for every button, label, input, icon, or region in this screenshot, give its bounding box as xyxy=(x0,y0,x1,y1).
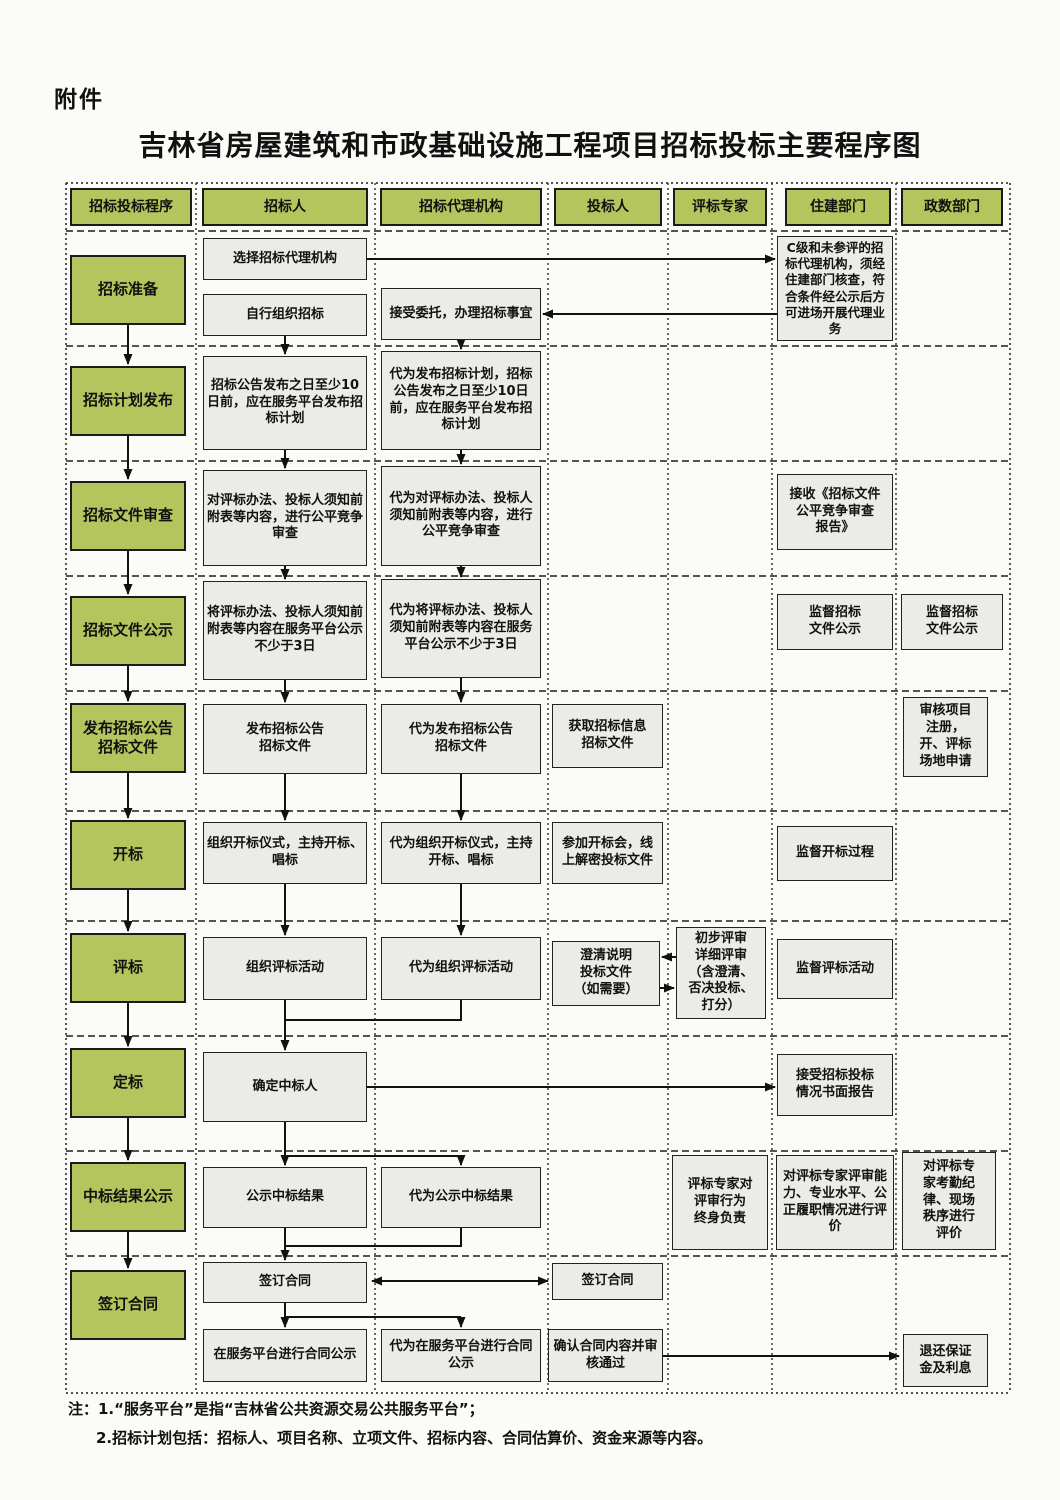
flow-box-sign-contract-tenderer: 签订合同 xyxy=(203,1262,367,1303)
stage-box-plan-release: 招标计划发布 xyxy=(70,366,186,436)
footnote-line-2: 2.招标计划包括：招标人、项目名称、立项文件、招标内容、合同估算价、资金来源等内… xyxy=(96,1429,713,1447)
flow-box-fair-competition-review-tenderer: 对评标办法、投标人须知前附表等内容，进行公平竞争审查 xyxy=(203,470,367,566)
flow-box-publicize-result-tenderer: 公示中标结果 xyxy=(203,1167,367,1228)
flow-box-publicize-documents-agency: 代为将评标办法、投标人须知前附表等内容在服务平台公示不少于3日 xyxy=(381,579,541,678)
flow-box-receive-written-report: 接受招标投标 情况书面报告 xyxy=(777,1054,893,1116)
footnotes: 注：1.“服务平台”是指“吉林省公共资源交易公共服务平台”； 2.招标计划包括：… xyxy=(68,1402,712,1446)
flow-box-self-organize: 自行组织招标 xyxy=(203,294,367,336)
flow-box-supervise-opening: 监督开标过程 xyxy=(777,826,893,881)
flow-box-c-level-agency-check: C级和未参评的招标代理机构，须经住建部门核查，符合条件经公示后方可进场开展代理业… xyxy=(777,236,893,341)
stage-box-bid-opening: 开标 xyxy=(70,820,186,890)
flow-box-publicize-documents-tenderer: 将评标办法、投标人须知前附表等内容在服务平台公示不少于3日 xyxy=(203,581,367,680)
stage-box-contract-signing: 签订合同 xyxy=(70,1270,186,1340)
column-header-gov-data-dept: 政数部门 xyxy=(901,188,1003,226)
flow-box-organize-opening-agency: 代为组织开标仪式，主持开标、唱标 xyxy=(381,822,541,884)
flow-box-confirm-contract-bidder: 确认合同内容并审核通过 xyxy=(548,1329,663,1382)
flow-box-publicize-result-agency: 代为公示中标结果 xyxy=(381,1167,541,1228)
flow-box-sign-contract-bidder: 签订合同 xyxy=(552,1263,663,1300)
flow-box-accept-entrust: 接受委托，办理招标事宜 xyxy=(381,288,541,340)
flow-box-receive-review-report: 接收《招标文件 公平竞争审查 报告》 xyxy=(777,474,893,550)
flow-box-release-announcement-tenderer: 发布招标公告 招标文件 xyxy=(203,704,367,774)
column-header-agency: 招标代理机构 xyxy=(380,188,542,226)
column-header-expert: 评标专家 xyxy=(673,188,767,226)
stage-box-bid-preparation: 招标准备 xyxy=(70,255,186,325)
stage-box-result-publicity: 中标结果公示 xyxy=(70,1162,186,1232)
flow-box-select-agency: 选择招标代理机构 xyxy=(203,238,367,280)
stage-box-bid-evaluation: 评标 xyxy=(70,933,186,1003)
flow-box-review-project-registration: 审核项目 注册， 开、评标 场地申请 xyxy=(903,697,988,777)
flow-box-publicize-contract-agency: 代为在服务平台进行合同公示 xyxy=(381,1329,541,1382)
stage-box-bid-decision: 定标 xyxy=(70,1048,186,1118)
flow-box-evaluate-expert-discipline-gov: 对评标专 家考勤纪 律、现场 秩序进行 评价 xyxy=(902,1152,996,1250)
flow-box-expert-lifelong-responsibility: 评标专家对 评审行为 终身负责 xyxy=(672,1155,768,1250)
flow-box-organize-opening-tenderer: 组织开标仪式，主持开标、唱标 xyxy=(203,822,367,884)
flow-box-publicize-contract-tenderer: 在服务平台进行合同公示 xyxy=(203,1329,367,1382)
flow-box-organize-evaluation-tenderer: 组织评标活动 xyxy=(203,937,367,1000)
flow-box-determine-winner: 确定中标人 xyxy=(203,1052,367,1122)
attachment-label: 附件 xyxy=(54,87,104,113)
stage-box-document-review: 招标文件审查 xyxy=(70,481,186,551)
flow-box-fair-competition-review-agency: 代为对评标办法、投标人须知前附表等内容，进行公平竞争审查 xyxy=(381,466,541,566)
flow-box-supervise-publicity-housing: 监督招标 文件公示 xyxy=(777,594,893,650)
flow-box-obtain-bid-info: 获取招标信息 招标文件 xyxy=(552,704,663,768)
flow-box-release-announcement-agency: 代为发布招标公告 招标文件 xyxy=(381,704,541,774)
column-header-procedure: 招标投标程序 xyxy=(70,188,192,226)
flow-box-evaluate-expert-performance-housing: 对评标专家评审能力、专业水平、公正履职情况进行评价 xyxy=(776,1155,894,1250)
flow-box-preliminary-detailed-review: 初步评审 详细评审 （含澄清、 否决投标、 打分） xyxy=(676,927,766,1019)
page-title: 吉林省房屋建筑和市政基础设施工程项目招标投标主要程序图 xyxy=(138,129,922,162)
column-header-bidder: 投标人 xyxy=(554,188,662,226)
flow-box-attend-opening-bidder: 参加开标会，线上解密投标文件 xyxy=(552,822,663,884)
column-header-housing-dept: 住建部门 xyxy=(785,188,891,226)
flow-box-publish-plan-tenderer: 招标公告发布之日至少10日前，应在服务平台发布招标计划 xyxy=(203,356,367,450)
flow-box-clarify-bid-documents: 澄清说明 投标文件 （如需要） xyxy=(552,941,660,1006)
flow-box-refund-deposit: 退还保证 金及利息 xyxy=(903,1334,988,1387)
flow-box-supervise-publicity-gov: 监督招标 文件公示 xyxy=(901,594,1003,650)
flow-box-organize-evaluation-agency: 代为组织评标活动 xyxy=(381,937,541,1000)
column-header-tenderer: 招标人 xyxy=(202,188,368,226)
stage-box-document-publicity: 招标文件公示 xyxy=(70,596,186,666)
stage-box-announcement-release: 发布招标公告 招标文件 xyxy=(70,703,186,773)
flow-box-supervise-evaluation: 监督评标活动 xyxy=(777,939,893,999)
footnote-line-1: 注：1.“服务平台”是指“吉林省公共资源交易公共服务平台”； xyxy=(68,1400,484,1418)
flow-box-publish-plan-agency: 代为发布招标计划，招标公告发布之日至少10日前，应在服务平台发布招标计划 xyxy=(381,351,541,450)
